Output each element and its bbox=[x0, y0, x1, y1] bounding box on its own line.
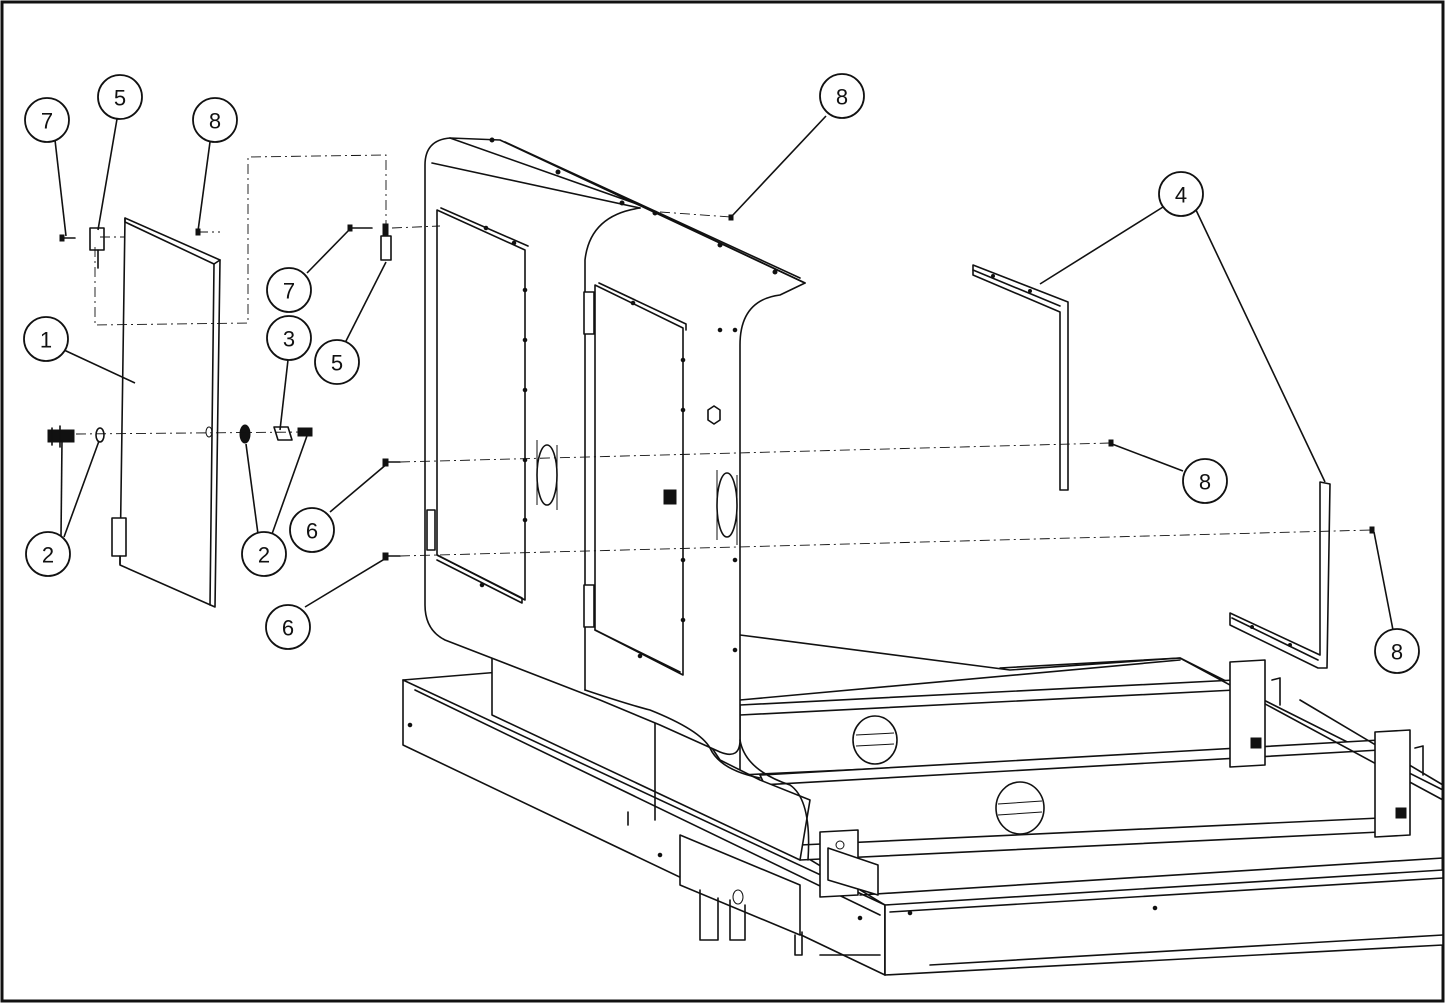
callout-8-roof: 8 bbox=[819, 73, 865, 119]
callout-label: 6 bbox=[306, 519, 318, 544]
door-panel bbox=[89, 217, 221, 608]
base-skid-frame bbox=[402, 634, 1444, 976]
callout-4-gutter: 4 bbox=[1158, 171, 1204, 217]
callout-label: 3 bbox=[283, 327, 295, 352]
callout-label: 1 bbox=[40, 328, 52, 353]
callout-label: 4 bbox=[1175, 183, 1187, 208]
callout-6-upper: 6 bbox=[289, 507, 335, 553]
callout-3-cam: 3 bbox=[266, 315, 312, 361]
callout-8-gutter-lower: 8 bbox=[1374, 628, 1420, 674]
callout-8-gutter-upper: 8 bbox=[1182, 458, 1228, 504]
gutter-strips bbox=[972, 264, 1331, 669]
callout-7-left: 7 bbox=[24, 97, 70, 143]
callout-5-right: 5 bbox=[314, 339, 360, 385]
callout-label: 8 bbox=[1391, 640, 1403, 665]
callout-5-left: 5 bbox=[97, 74, 143, 120]
callout-label: 8 bbox=[836, 85, 848, 110]
callout-8-door: 8 bbox=[192, 97, 238, 143]
assembly-centerlines bbox=[75, 154, 1373, 557]
callout-label: 8 bbox=[1199, 470, 1211, 495]
leader-lines bbox=[54, 115, 1394, 631]
callout-label: 8 bbox=[209, 109, 221, 134]
callout-2-left: 2 bbox=[25, 531, 71, 577]
enclosure-hood bbox=[424, 137, 811, 861]
callout-label: 7 bbox=[283, 279, 295, 304]
callout-label: 5 bbox=[114, 86, 126, 111]
callout-2-right: 2 bbox=[241, 531, 287, 577]
callout-label: 6 bbox=[282, 616, 294, 641]
callout-label: 2 bbox=[42, 543, 54, 568]
callout-6-lower: 6 bbox=[265, 604, 311, 650]
callout-label: 2 bbox=[258, 543, 270, 568]
callout-label: 7 bbox=[41, 109, 53, 134]
callout-1-door: 1 bbox=[23, 316, 69, 362]
hardware-parts bbox=[47, 214, 1375, 561]
callout-7-right: 7 bbox=[266, 267, 312, 313]
callout-label: 5 bbox=[331, 351, 343, 376]
